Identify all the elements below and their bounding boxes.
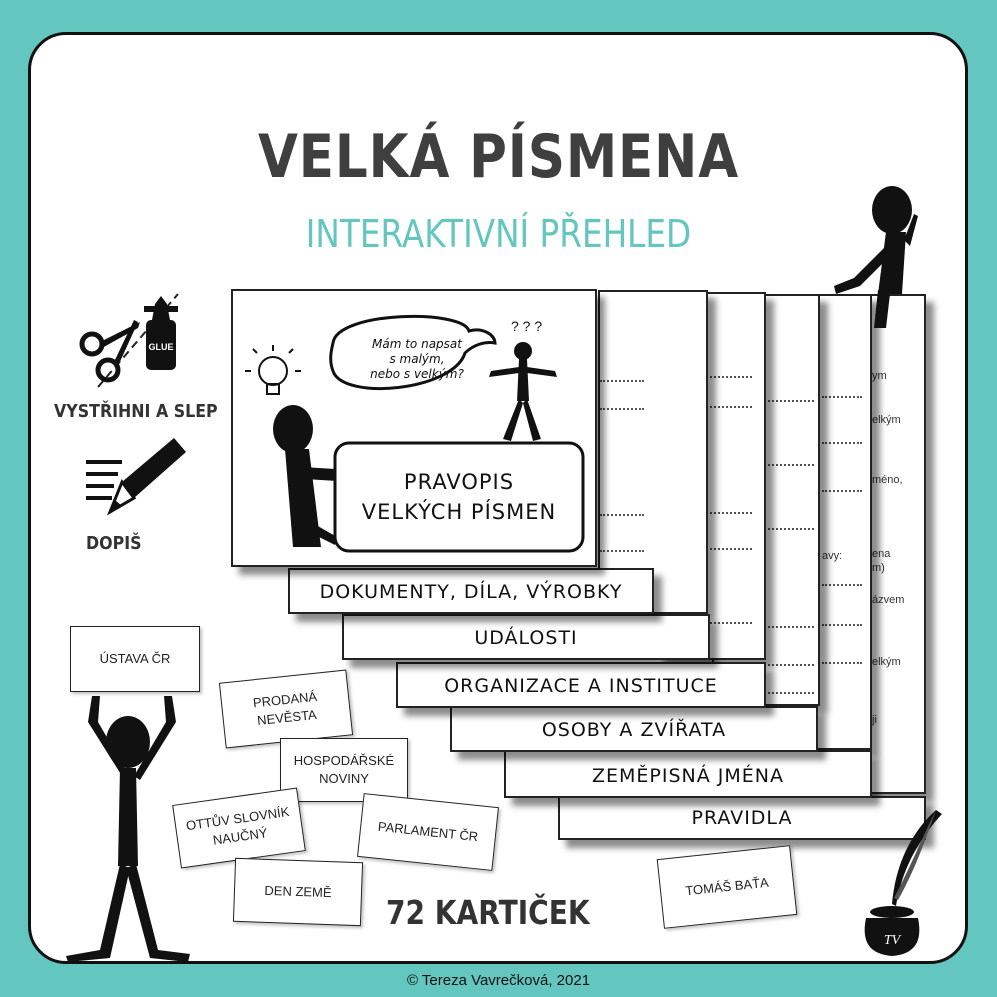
logo-text: TV [884, 933, 902, 948]
sign-figure [273, 405, 337, 547]
pencil-icon [86, 438, 186, 516]
text-fragment: elkým [872, 414, 901, 426]
cover-card[interactable]: ? ? ? Mám to napsat s malým, nebo s velk… [231, 289, 597, 567]
word-card-ustava[interactable]: ÚSTAVA ČR [70, 626, 200, 692]
tab-label: PRAVIDLA [691, 807, 793, 829]
card-holding-figure [66, 696, 190, 962]
lightbulb-icon [245, 345, 301, 395]
confused-figure [489, 342, 557, 441]
title-sign [333, 441, 585, 553]
tab-label: OSOBY A ZVÍŘATA [541, 719, 727, 741]
text-fragment: ym [872, 370, 887, 382]
question-marks: ? ? ? [511, 318, 542, 334]
tab-zemepisna-jmena[interactable]: ZEMĚPISNÁ JMÉNA [504, 750, 872, 798]
write-label: DOPIŠ [86, 533, 142, 554]
tab-label: UDÁLOSTI [474, 627, 578, 649]
tab-organizace-instituce[interactable]: ORGANIZACE A INSTITUCE [396, 662, 766, 708]
tab-osoby-zvirata[interactable]: OSOBY A ZVÍŘATA [450, 706, 818, 752]
scissors-glue-icon: GLUE [79, 293, 179, 388]
word-card-den-zeme[interactable]: DEN ZEMĚ [232, 857, 364, 927]
card-count: 72 KARTIČEK [386, 893, 590, 932]
cover-illustration: ? ? ? [245, 314, 585, 553]
text-fragment: ena [872, 548, 891, 560]
text-fragment: ji [872, 714, 877, 726]
tab-dokumenty-dila-vyrobky[interactable]: DOKUMENTY, DÍLA, VÝROBKY [288, 568, 654, 614]
copyright: © Tereza Vavrečková, 2021 [406, 972, 591, 989]
word-card-hospodarske-noviny[interactable]: HOSPODÁŘSKÉ NOVINY [280, 738, 408, 802]
word-card-prodana-nevesta[interactable]: PRODANÁ NEVĚSTA [218, 669, 354, 749]
inkwell-quill-icon: TV [864, 810, 942, 956]
text-fragment: m) [872, 562, 885, 574]
glue-label: GLUE [148, 342, 173, 352]
poster-title: VELKÁ PÍSMENA [257, 122, 740, 192]
text-fragment: ázvem [872, 594, 905, 606]
text-fragment: méno, [872, 474, 903, 486]
tab-pravidla[interactable]: PRAVIDLA [558, 796, 926, 840]
stack-page-3 [598, 290, 708, 614]
tab-label: ZEMĚPISNÁ JMÉNA [591, 765, 784, 787]
tab-udalosti[interactable]: UDÁLOSTI [342, 614, 710, 660]
word-card-tomas-bata[interactable]: TOMÁŠ BAŤA [656, 845, 798, 929]
speech-text: Mám to napsat s malým, nebo s velkým? [370, 337, 464, 381]
poster-subtitle: INTERAKTIVNÍ PŘEHLED [305, 212, 692, 256]
cut-glue-label: VYSTŘIHNI A SLEP [54, 401, 218, 422]
text-fragment: avy: [822, 550, 843, 562]
sitting-figure [834, 186, 918, 328]
text-fragment: elkým [872, 656, 901, 668]
cover-sign-text: PRAVOPIS VELKÝCH PÍSMEN [361, 470, 557, 524]
tab-label: DOKUMENTY, DÍLA, VÝROBKY [319, 581, 623, 603]
speech-bubble [329, 314, 497, 390]
tab-label: ORGANIZACE A INSTITUCE [444, 675, 718, 697]
